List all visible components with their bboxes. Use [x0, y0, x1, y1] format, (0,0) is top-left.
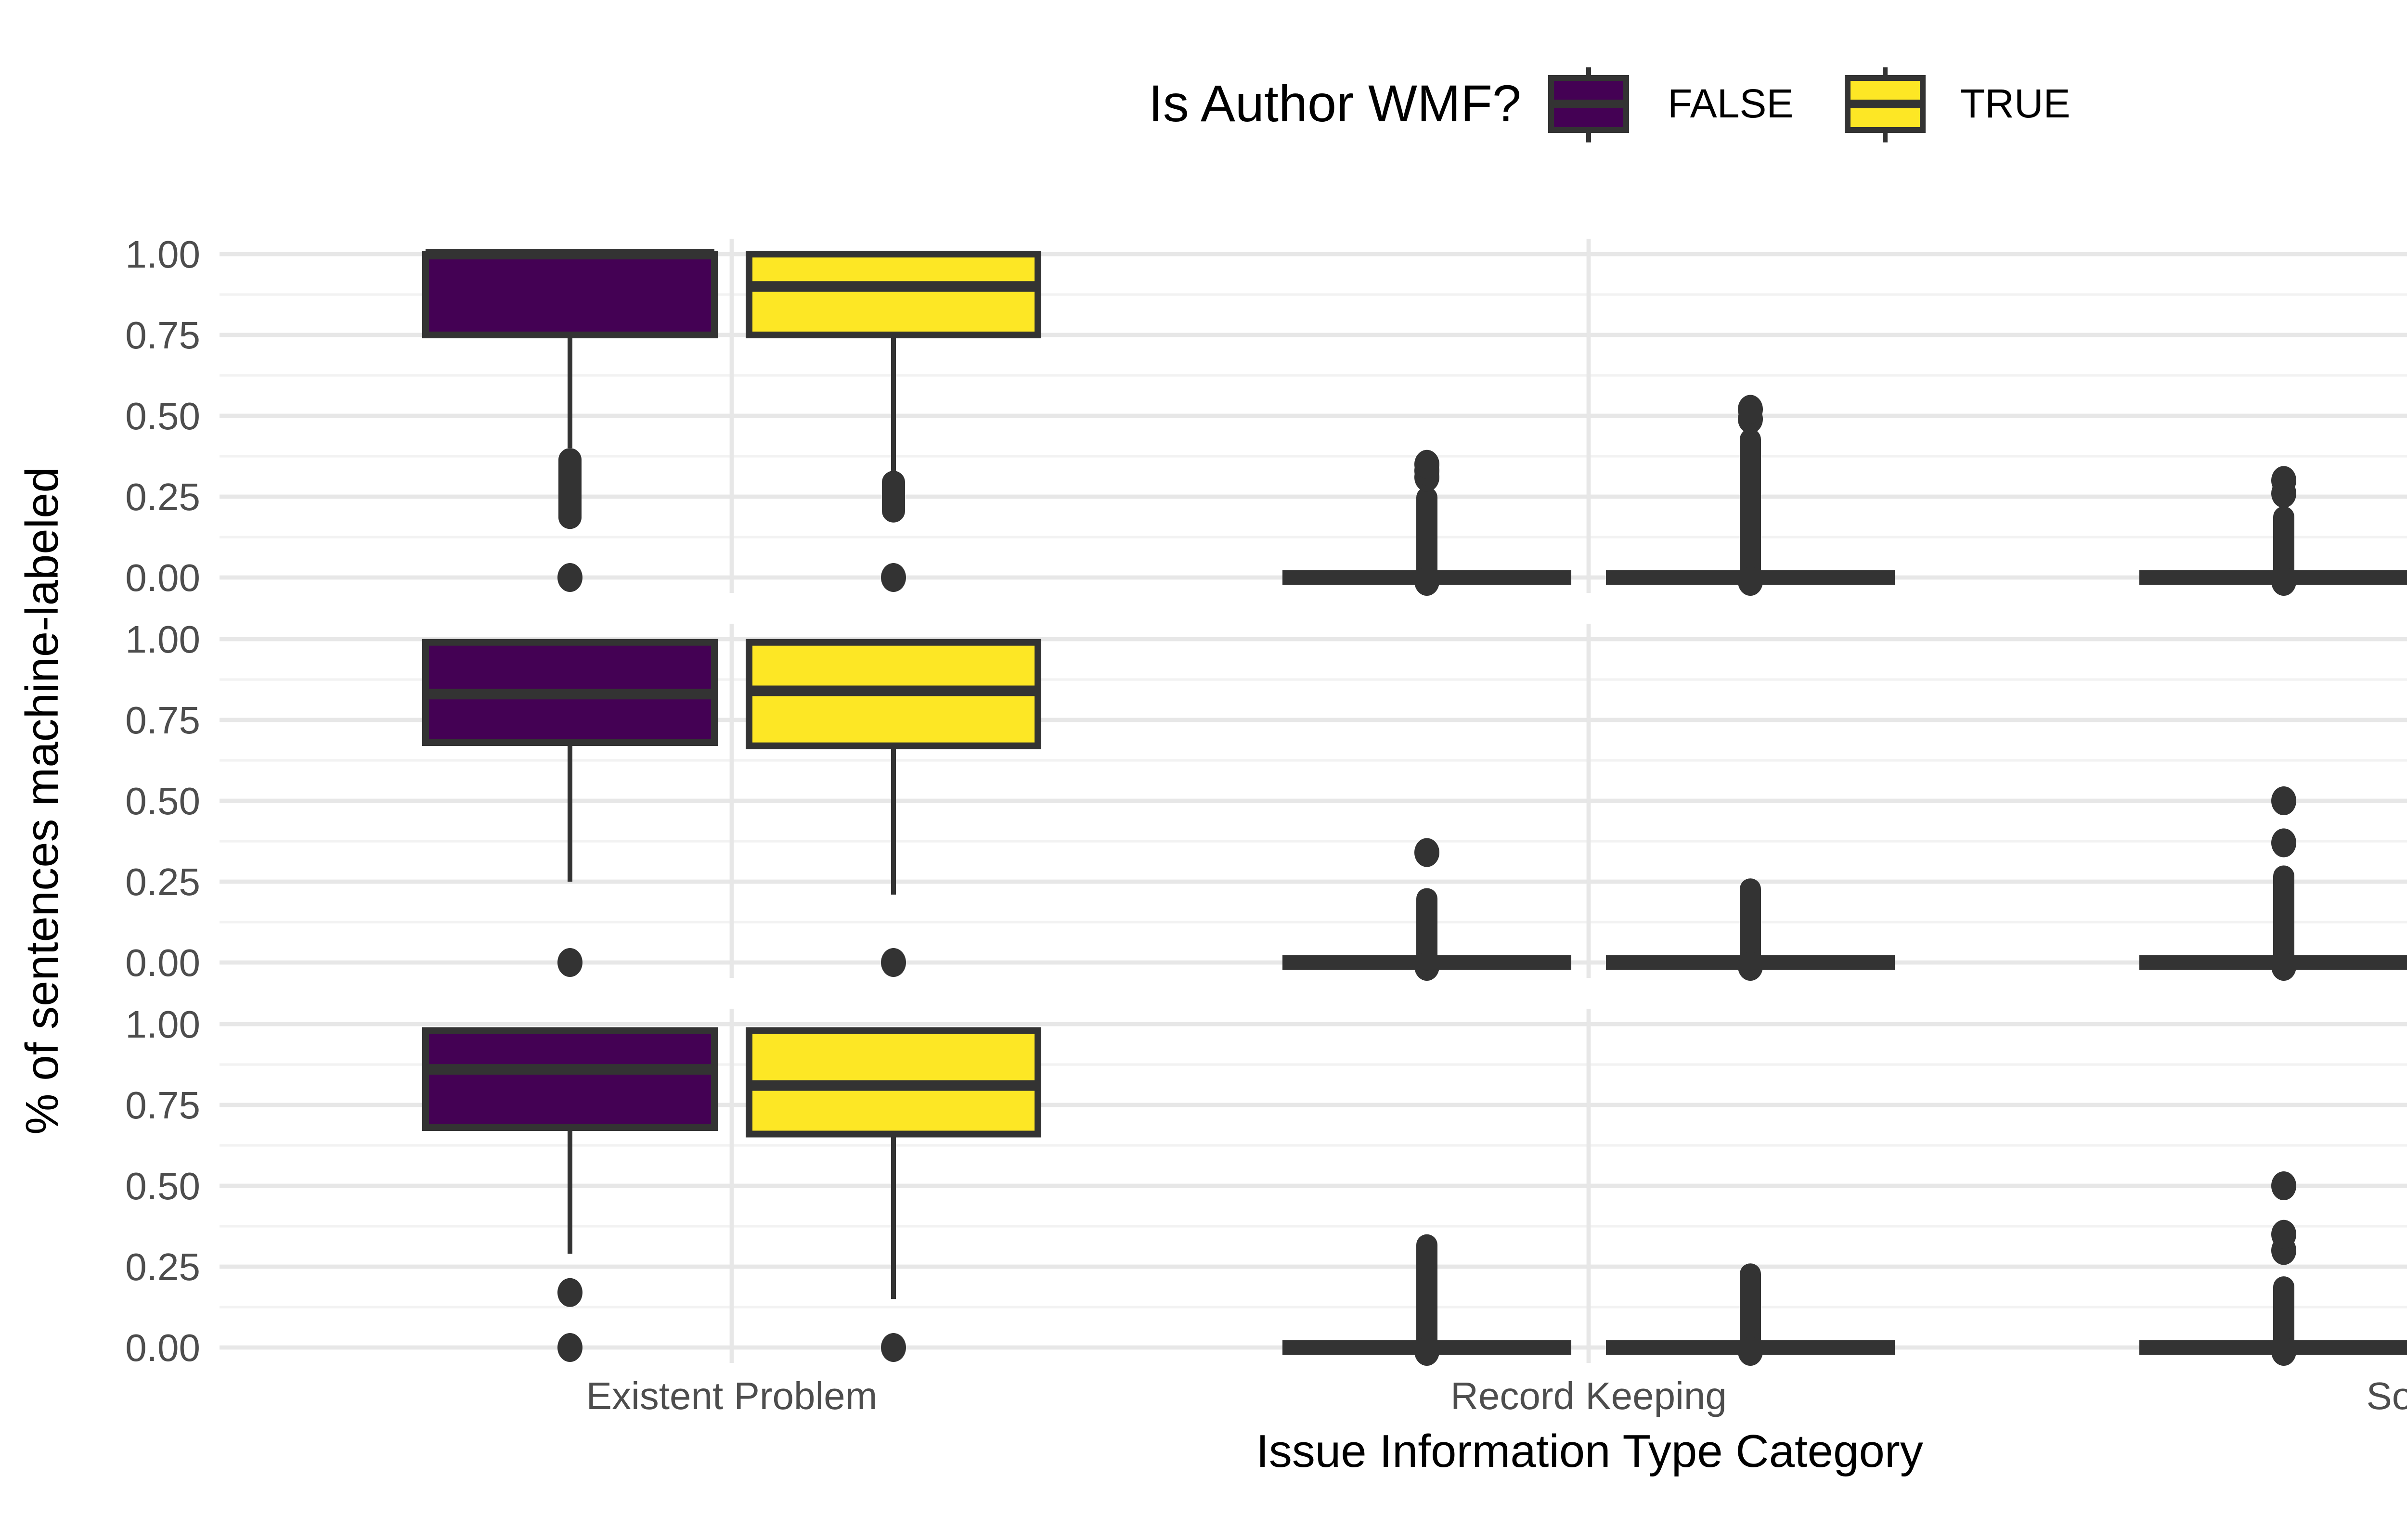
boxplot-HTTP-deprecation-Existent Problem-TRUE-outlier-point: [881, 1333, 906, 1362]
boxplot-HTTPS-login-Solutions-FALSE-outlier-point: [2271, 786, 2296, 815]
boxplot-HTTP-deprecation-Solutions-FALSE-collapsed-box: [2139, 1340, 2407, 1355]
boxplot-HTTPS-login-Solutions-FALSE-outlier-stem: [2273, 865, 2294, 966]
boxplot-HTTPS-login-Solutions-FALSE-outlier-point: [2271, 828, 2296, 858]
x-tick-label: Record Keeping: [1450, 1374, 1727, 1417]
legend-label-false: FALSE: [1668, 81, 1793, 126]
boxplot-HTTPS-login-Record Keeping-FALSE-collapsed-box: [1282, 955, 1571, 970]
y-axis-title: % of sentences machine-labeled: [16, 467, 68, 1135]
y-tick-label: 0.75: [125, 314, 200, 357]
x-tick-label: Solutions: [2366, 1374, 2407, 1417]
boxplot-VisualEditor-Record Keeping-TRUE-outlier-stem: [1740, 428, 1761, 581]
legend-label-true: TRUE: [1960, 81, 2071, 126]
y-tick-label: 0.00: [125, 1326, 200, 1369]
y-tick-label: 0.50: [125, 1165, 200, 1207]
boxplot-VisualEditor-Existent Problem-FALSE-box: [422, 251, 718, 338]
boxplot-VisualEditor-Record Keeping-FALSE-outlier-point: [1414, 449, 1439, 479]
y-tick-label: 1.00: [125, 618, 200, 661]
boxplot-HTTP-deprecation-Solutions-FALSE-outlier-stem: [2273, 1276, 2294, 1351]
y-tick-label: 0.00: [125, 941, 200, 984]
y-tick-label: 0.50: [125, 395, 200, 437]
boxplot-VisualEditor-Existent Problem-TRUE-outlier-point: [881, 563, 906, 592]
y-tick-label: 1.00: [125, 233, 200, 276]
boxplot-VisualEditor-Record Keeping-FALSE-outlier-stem: [1416, 487, 1437, 581]
y-tick-label: 0.75: [125, 1084, 200, 1127]
boxplot-HTTP-deprecation-Record Keeping-FALSE-collapsed-box: [1282, 1340, 1571, 1355]
boxplot-HTTP-deprecation-Solutions-FALSE-outlier-point: [2271, 1171, 2296, 1200]
y-tick-label: 0.25: [125, 475, 200, 518]
boxplot-VisualEditor-Solutions-FALSE-outlier-point: [2271, 466, 2296, 495]
boxplot-HTTP-deprecation-Existent Problem-FALSE-box: [422, 1027, 718, 1131]
boxplot-HTTPS-login-Record Keeping-TRUE-outlier-stem: [1740, 878, 1761, 966]
boxplot-VisualEditor-Existent Problem-FALSE-outlier-run: [558, 448, 582, 529]
boxplot-VisualEditor-Existent Problem-TRUE-outlier-run: [882, 471, 905, 523]
y-tick-label: 0.50: [125, 780, 200, 822]
x-axis-title: Issue Information Type Category: [1256, 1425, 1923, 1477]
boxplot-HTTPS-login-Record Keeping-TRUE-collapsed-box: [1606, 955, 1895, 970]
y-tick-label: 0.00: [125, 556, 200, 599]
y-tick-label: 0.75: [125, 699, 200, 742]
boxplot-VisualEditor-Solutions-FALSE-collapsed-box: [2139, 570, 2407, 585]
x-tick-label: Existent Problem: [586, 1374, 878, 1417]
boxplot-VisualEditor-Record Keeping-TRUE-collapsed-box: [1606, 570, 1895, 585]
boxplot-HTTP-deprecation-Record Keeping-TRUE-outlier-stem: [1740, 1263, 1761, 1351]
y-tick-label: 0.25: [125, 860, 200, 903]
legend-title: Is Author WMF?: [1149, 74, 1521, 132]
boxplot-HTTP-deprecation-Record Keeping-FALSE-outlier-stem: [1416, 1234, 1437, 1351]
boxplot-HTTPS-login-Solutions-FALSE-collapsed-box: [2139, 955, 2407, 970]
boxplot-HTTP-deprecation-Solutions-FALSE-outlier-point: [2271, 1219, 2296, 1249]
boxplot-VisualEditor-Record Keeping-FALSE-collapsed-box: [1282, 570, 1571, 585]
boxplot-HTTPS-login-Record Keeping-FALSE-outlier-point: [1414, 838, 1439, 867]
boxplot-HTTPS-login-Existent Problem-TRUE-outlier-point: [881, 948, 906, 977]
boxplot-VisualEditor-Existent Problem-TRUE-box: [746, 251, 1041, 338]
boxplot-HTTP-deprecation-Record Keeping-TRUE-collapsed-box: [1606, 1340, 1895, 1355]
boxplot-VisualEditor-Existent Problem-FALSE-outlier-point: [557, 563, 582, 592]
boxplot-VisualEditor-Record Keeping-TRUE-outlier-point: [1738, 395, 1763, 424]
y-tick-label: 0.25: [125, 1245, 200, 1288]
boxplot-HTTP-deprecation-Existent Problem-FALSE-outlier-point: [557, 1278, 582, 1307]
boxplot-VisualEditor-Solutions-FALSE-outlier-stem: [2273, 506, 2294, 581]
boxplot-HTTPS-login-Existent Problem-FALSE-outlier-point: [557, 948, 582, 977]
boxplot-HTTP-deprecation-Existent Problem-FALSE-outlier-point: [557, 1333, 582, 1362]
boxplot-HTTPS-login-Record Keeping-FALSE-outlier-stem: [1416, 888, 1437, 966]
y-tick-label: 1.00: [125, 1003, 200, 1046]
